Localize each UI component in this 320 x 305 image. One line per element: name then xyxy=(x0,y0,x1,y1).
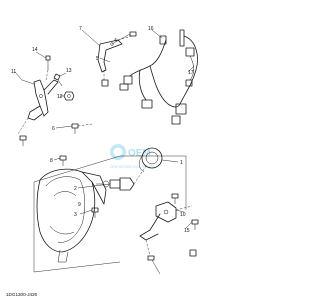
callout-4: 4 xyxy=(114,38,117,44)
bolt-10-left xyxy=(59,155,67,166)
callout-7: 7 xyxy=(79,26,82,32)
callout-14: 14 xyxy=(32,47,38,53)
svg-text:OEM: OEM xyxy=(128,148,151,159)
bolt-10-right xyxy=(171,193,179,204)
watermark-text: OEM MOTORCYCLE SPARES xyxy=(110,165,154,169)
bolt-8 xyxy=(19,135,27,146)
callout-12: 12 xyxy=(57,94,63,100)
lower-right-bracket xyxy=(139,201,193,241)
callout-2: 2 xyxy=(74,186,77,192)
callout-13: 13 xyxy=(66,68,72,74)
bolt-bottom xyxy=(147,255,155,261)
callout-15: 15 xyxy=(184,228,190,234)
bulb-cover xyxy=(139,147,163,173)
callout-10: 10 xyxy=(180,212,186,218)
callout-6: 6 xyxy=(52,126,55,132)
callout-16: 16 xyxy=(148,26,154,32)
wire-harness xyxy=(119,29,198,125)
callout-5: 5 xyxy=(96,56,99,62)
callout-17: 17 xyxy=(188,70,194,76)
screw-6 xyxy=(71,123,79,134)
callout-11: 11 xyxy=(11,69,16,75)
stay-bracket xyxy=(97,35,133,80)
bolt-14 xyxy=(45,55,51,70)
headlight-outline xyxy=(33,155,187,273)
screw-15 xyxy=(191,219,199,230)
clip-5 xyxy=(101,79,109,87)
drawing-code: 1DG1300-J430 xyxy=(6,292,38,297)
exploded-parts-diagram: OEM OEM MOTORCYCLE SPARES xyxy=(6,26,199,297)
screw-9 xyxy=(91,207,99,218)
headlight-lens xyxy=(36,168,107,263)
callout-8: 8 xyxy=(50,158,53,164)
watermark-logo: OEM OEM MOTORCYCLE SPARES xyxy=(110,144,154,169)
nut-10-lower xyxy=(189,249,197,257)
bolt-13 xyxy=(53,73,63,87)
nut-12 xyxy=(63,91,75,101)
callout-labels: 14 11 13 12 7 5 4 16 17 6 8 1 2 3 9 10 1… xyxy=(11,26,194,234)
callout-1: 1 xyxy=(180,160,183,166)
callout-3: 3 xyxy=(74,212,77,218)
left-bracket xyxy=(27,79,59,121)
bolt-4 xyxy=(129,31,137,37)
callout-9: 9 xyxy=(78,202,81,208)
